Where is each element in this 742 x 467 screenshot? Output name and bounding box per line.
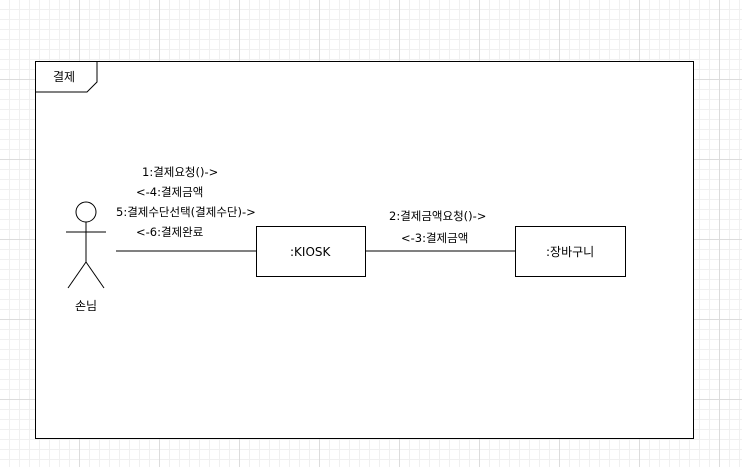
- kiosk-object-label: :KIOSK: [290, 244, 331, 259]
- message-3: <-3:결제금액: [401, 231, 469, 245]
- cart-object[interactable]: :장바구니: [515, 226, 626, 277]
- actor-label: 손님: [75, 299, 98, 313]
- cart-object-label: :장바구니: [546, 245, 595, 259]
- frame-tab-outline: [35, 61, 98, 93]
- message-5: 5:결제수단선택(결제수단)->: [116, 205, 256, 219]
- frame-title: 결제: [53, 70, 76, 84]
- kiosk-object[interactable]: :KIOSK: [256, 226, 366, 277]
- message-2: 2:결제금액요청()->: [389, 209, 487, 223]
- message-1: 1:결제요청()->: [142, 165, 219, 179]
- message-4: <-4:결제금액: [136, 185, 204, 199]
- actor-figure: [66, 201, 106, 289]
- message-6: <-6:결제완료: [136, 225, 204, 239]
